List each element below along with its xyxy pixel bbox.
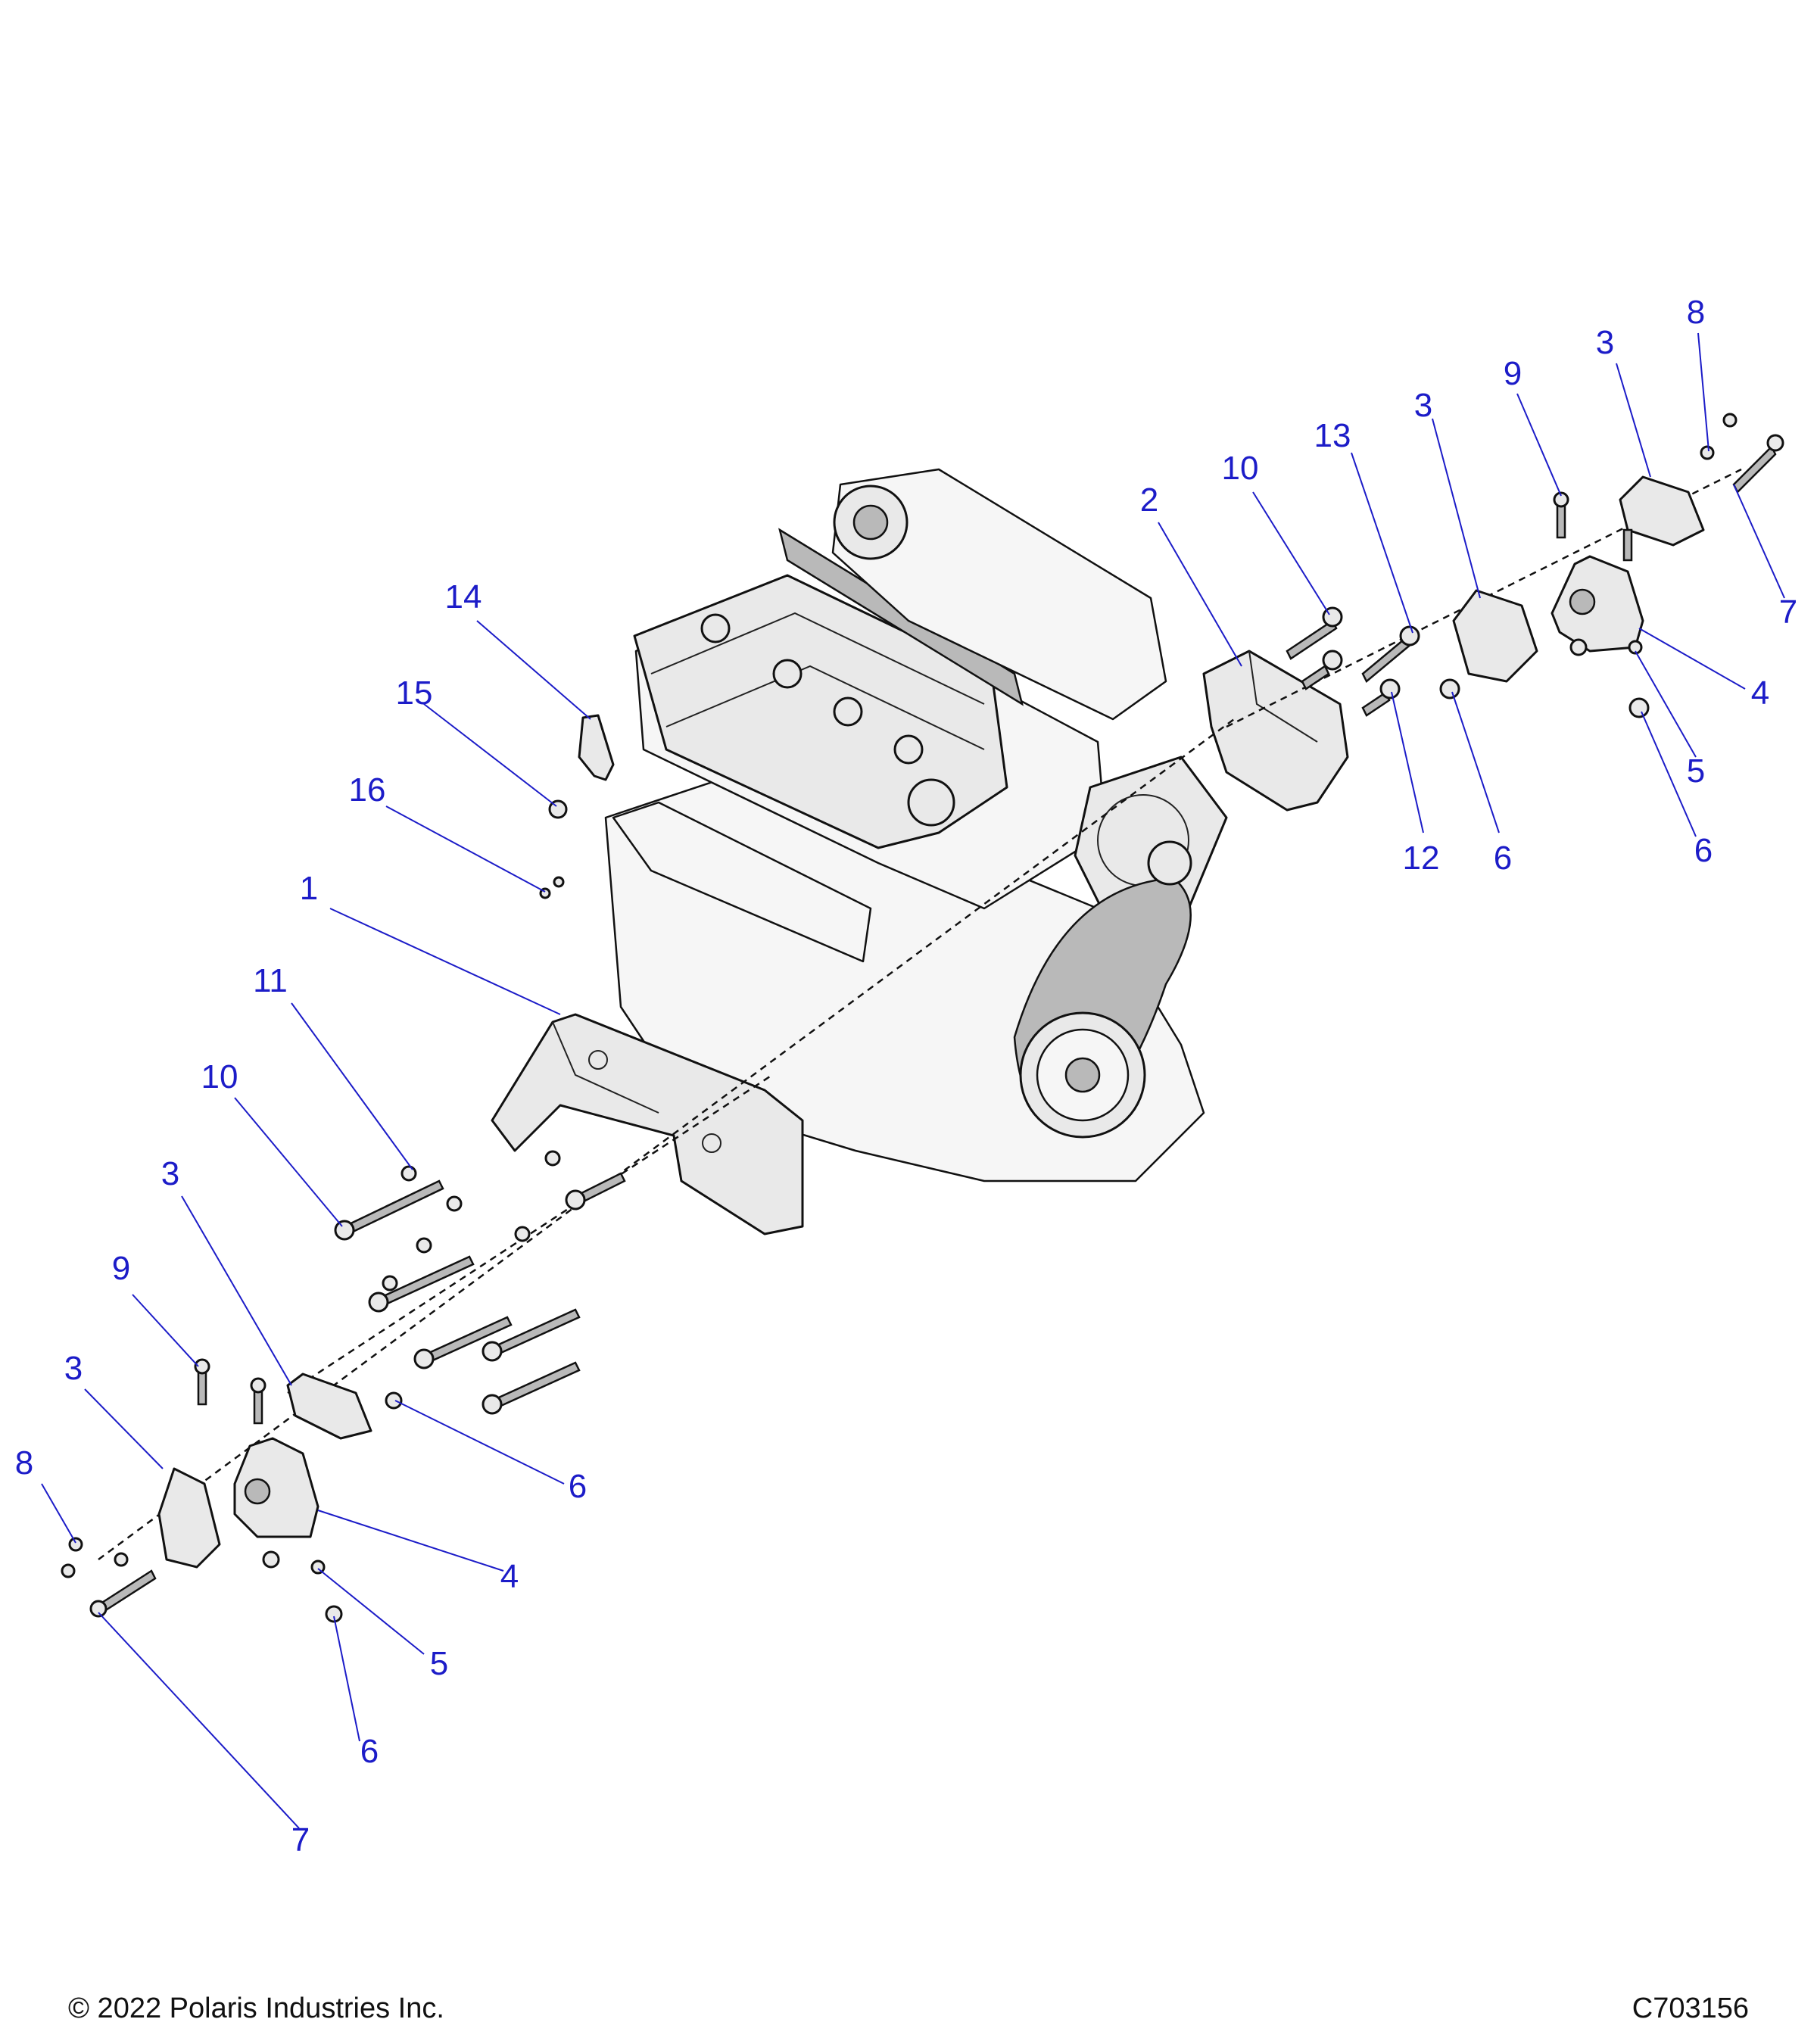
callout-3: 3 [161, 1155, 179, 1192]
small-upper-parts [539, 714, 615, 899]
callout-12: 12 [1403, 840, 1440, 877]
callout-3: 3 [1596, 324, 1614, 361]
callout-10: 10 [1222, 450, 1259, 487]
right-mount-parts [1286, 413, 1784, 718]
callout-9: 9 [1504, 355, 1522, 392]
callout-16: 16 [349, 771, 386, 809]
rear-engine-mount-bracket [1202, 650, 1349, 812]
callout-2: 2 [1140, 481, 1158, 519]
callout-8: 8 [1687, 294, 1705, 331]
callout-3: 3 [64, 1350, 83, 1387]
callout-6: 6 [360, 1733, 379, 1770]
callout-9: 9 [112, 1250, 130, 1287]
callout-10: 10 [201, 1058, 238, 1095]
assembly-center-lines [98, 468, 1742, 1561]
callout-7: 7 [1779, 594, 1797, 631]
leader-lines [41, 332, 1785, 1829]
engine-assembly [604, 468, 1228, 1182]
left-mount-parts [61, 1150, 626, 1623]
callout-3: 3 [1414, 387, 1432, 424]
callout-7: 7 [291, 1821, 310, 1859]
copyright-notice: © 2022 Polaris Industries Inc. [68, 1993, 444, 2024]
callout-8: 8 [15, 1444, 33, 1482]
callout-15: 15 [396, 675, 433, 712]
callout-5: 5 [1687, 752, 1705, 790]
callout-4: 4 [500, 1558, 519, 1595]
callout-6: 6 [1694, 832, 1713, 869]
front-engine-mount-bracket [491, 1013, 804, 1235]
callout-1: 1 [300, 870, 318, 907]
callout-4: 4 [1751, 675, 1769, 712]
callout-11: 11 [253, 962, 288, 999]
callout-6: 6 [1494, 840, 1512, 877]
callout-13: 13 [1314, 417, 1351, 454]
callout-6: 6 [569, 1468, 587, 1505]
callout-14: 14 [445, 578, 482, 615]
callout-5: 5 [430, 1645, 448, 1682]
drawing-number: C703156 [1632, 1993, 1749, 2024]
callout-labels: 1 2 3 3 3 3 4 4 5 5 6 6 6 6 7 7 8 8 9 9 … [15, 294, 1797, 1859]
